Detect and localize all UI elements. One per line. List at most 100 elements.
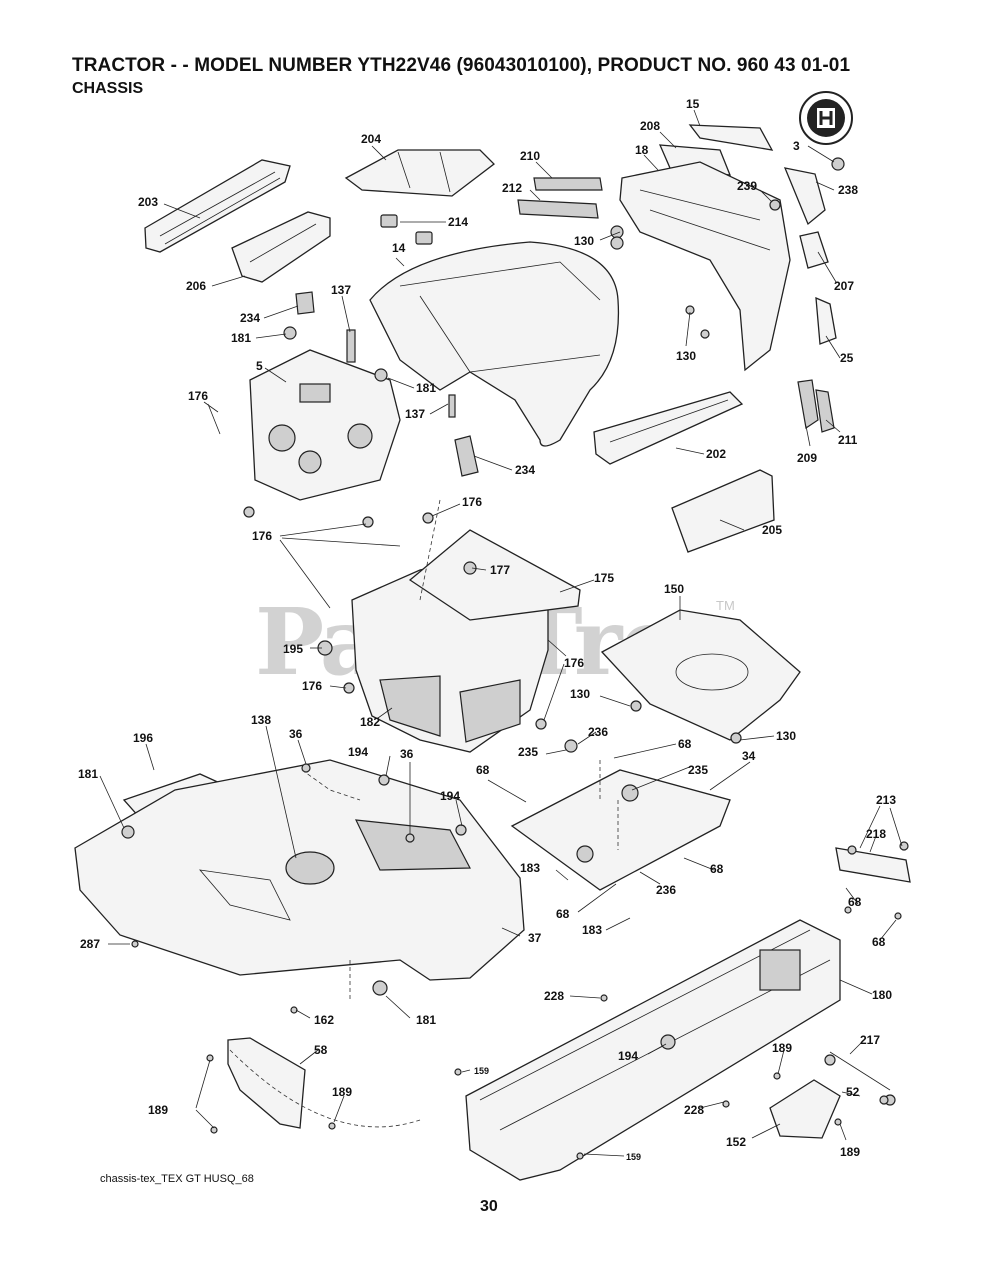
- callout-68-f: 68: [872, 935, 886, 949]
- part-204-cover: [344, 149, 495, 197]
- callout-52: 52: [846, 1085, 860, 1099]
- callout-196: 196: [133, 731, 153, 745]
- callout-207: 207: [834, 279, 854, 293]
- part-210-212-mesh: [517, 177, 603, 219]
- callout-206: 206: [186, 279, 206, 293]
- callout-214: 214: [448, 215, 468, 229]
- callout-189-b: 189: [332, 1085, 352, 1099]
- callout-137-b: 137: [405, 407, 425, 421]
- callout-3: 3: [793, 139, 800, 153]
- callout-68-c: 68: [710, 862, 724, 876]
- part-150-footrest: [600, 609, 801, 741]
- callout-159-a: 159: [474, 1066, 489, 1076]
- callout-235-a: 235: [518, 745, 538, 759]
- callout-217: 217: [860, 1033, 880, 1047]
- callout-159-b: 159: [626, 1152, 641, 1162]
- part-34-mount-plate: [510, 769, 731, 891]
- part-callouts: 15 3 208 204 18 210 239 238 203 212 214 …: [78, 97, 896, 1162]
- part-137-234-strips: [295, 291, 479, 477]
- callout-5: 5: [256, 359, 263, 373]
- page-number: 30: [480, 1198, 498, 1215]
- callout-58: 58: [314, 1043, 328, 1057]
- brand-emblem-icon: [799, 91, 853, 145]
- callout-218: 218: [866, 827, 886, 841]
- part-202-front-grille: [593, 391, 744, 465]
- callout-189-c: 189: [772, 1041, 792, 1055]
- callout-212: 212: [502, 181, 522, 195]
- callout-68-d: 68: [848, 895, 862, 909]
- callout-18: 18: [635, 143, 649, 157]
- fastener-set: [121, 157, 909, 1160]
- callout-15: 15: [686, 97, 700, 111]
- callout-182: 182: [360, 715, 380, 729]
- callout-203: 203: [138, 195, 158, 209]
- part-182-lower-dash: [351, 529, 581, 753]
- callout-137-a: 137: [331, 283, 351, 297]
- callout-181-d: 181: [416, 1013, 436, 1027]
- part-214-clips: [380, 214, 433, 245]
- callout-152: 152: [726, 1135, 746, 1149]
- callout-287: 287: [80, 937, 100, 951]
- callout-205: 205: [762, 523, 782, 537]
- callout-181-b: 181: [416, 381, 436, 395]
- part-180-frame: [465, 919, 841, 1181]
- part-206-bracket: [231, 211, 331, 283]
- callout-202: 202: [706, 447, 726, 461]
- callout-176-a: 176: [188, 389, 208, 403]
- callout-34: 34: [742, 749, 756, 763]
- part-14-hood: [369, 241, 620, 447]
- callout-130-b: 130: [676, 349, 696, 363]
- callout-209: 209: [797, 451, 817, 465]
- callout-183-b: 183: [582, 923, 602, 937]
- part-152-shield: [769, 1051, 896, 1139]
- callout-150: 150: [664, 582, 684, 596]
- callout-68-b: 68: [476, 763, 490, 777]
- callout-175: 175: [594, 571, 614, 585]
- callout-176-b: 176: [462, 495, 482, 509]
- callout-36-b: 36: [400, 747, 414, 761]
- part-218-bracket: [835, 847, 911, 883]
- drawing-reference: chassis-tex_TEX GT HUSQ_68: [100, 1173, 254, 1185]
- callout-194-a: 194: [348, 745, 368, 759]
- callout-181-a: 181: [231, 331, 251, 345]
- callout-162: 162: [314, 1013, 334, 1027]
- callout-208: 208: [640, 119, 660, 133]
- callout-14: 14: [392, 241, 406, 255]
- callout-130-a: 130: [574, 234, 594, 248]
- callout-194-c: 194: [618, 1049, 638, 1063]
- part-209-211-vents: [797, 379, 835, 433]
- callout-228-b: 228: [684, 1103, 704, 1117]
- callout-36-a: 36: [289, 727, 303, 741]
- leader-lines: [99, 109, 903, 1157]
- callout-238: 238: [838, 183, 858, 197]
- callout-211: 211: [838, 433, 858, 447]
- callout-176-e: 176: [302, 679, 322, 693]
- callout-37: 37: [528, 931, 542, 945]
- callout-25: 25: [840, 351, 854, 365]
- callout-68-e: 68: [556, 907, 570, 921]
- callout-194-b: 194: [440, 789, 460, 803]
- watermark-trademark: TM: [716, 598, 735, 613]
- callout-235-b: 235: [688, 763, 708, 777]
- part-37-fender: [74, 759, 525, 981]
- callout-130-c: 130: [570, 687, 590, 701]
- callout-181-c: 181: [78, 767, 98, 781]
- callout-183-a: 183: [520, 861, 540, 875]
- part-18-side-panel: [619, 124, 791, 372]
- callout-213: 213: [876, 793, 896, 807]
- callout-204: 204: [361, 132, 381, 146]
- page-title: TRACTOR - - MODEL NUMBER YTH22V46 (96043…: [72, 55, 851, 76]
- callout-210: 210: [520, 149, 540, 163]
- part-5-dash-panel: [249, 349, 401, 501]
- part-238-207-25-trim: [783, 167, 837, 345]
- callout-195: 195: [283, 642, 303, 656]
- callout-180: 180: [872, 988, 892, 1002]
- part-203-grille: [144, 159, 291, 253]
- callout-236-a: 236: [588, 725, 608, 739]
- callout-68-a: 68: [678, 737, 692, 751]
- callout-177: 177: [490, 563, 510, 577]
- callout-239: 239: [737, 179, 757, 193]
- callout-234-b: 234: [515, 463, 535, 477]
- callout-228-a: 228: [544, 989, 564, 1003]
